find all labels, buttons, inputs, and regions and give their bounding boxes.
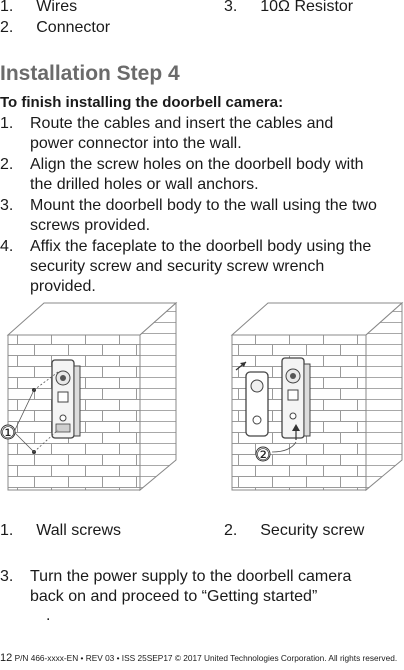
step-4-num: 4. xyxy=(0,238,14,255)
parts-item-1-num: 1. xyxy=(0,0,14,15)
step-4-line-2: security screw and security screw wrench xyxy=(30,258,325,275)
figure-legend-1-label: Wall screws xyxy=(36,522,121,539)
parts-item-1-label: Wires xyxy=(36,0,78,15)
callout-1-marker: ① xyxy=(1,423,15,442)
page-footer: 12 P/N 466-xxxx-EN • REV 03 • ISS 25SEP1… xyxy=(0,652,398,664)
security-screw-callout xyxy=(255,424,300,462)
parts-item-2: 2. Connector xyxy=(0,18,110,38)
intro-text: To finish installing the doorbell camera… xyxy=(0,94,284,111)
figure-legend-2-label: Security screw xyxy=(260,522,365,539)
right-doorbell-body xyxy=(281,357,311,439)
parts-item-2-num: 2. xyxy=(0,19,14,36)
step-4-line-3: provided. xyxy=(30,278,96,295)
step-1-line-1: Route the cables and insert the cables a… xyxy=(30,115,334,132)
parts-item-2-label: Connector xyxy=(36,19,111,36)
page-number: 12 xyxy=(0,652,13,664)
footer-text: P/N 466-xxxx-EN • REV 03 • ISS 25SEP17 ©… xyxy=(14,653,398,663)
step-4-line-1: Affix the faceplate to the doorbell body… xyxy=(30,238,372,255)
step-1-num: 1. xyxy=(0,115,14,132)
final-step-line-1: Turn the power supply to the doorbell ca… xyxy=(30,568,352,585)
final-step-line-2: back on and proceed to “Getting started” xyxy=(30,588,318,605)
right-wall-illustration xyxy=(230,301,404,492)
step-2-line-2: the drilled holes or wall anchors. xyxy=(30,176,259,193)
step-1-line-2: power connector into the wall. xyxy=(30,135,242,152)
parts-item-3-label: 10Ω Resistor xyxy=(260,0,354,15)
figure-legend-1-num: 1. xyxy=(0,522,14,539)
final-step-num: 3. xyxy=(0,568,14,585)
section-title: Installation Step 4 xyxy=(0,62,180,85)
faceplate-illustration xyxy=(235,361,269,437)
figure-legend-1: 1. Wall screws xyxy=(0,521,121,541)
figure-legend-2: 2. Security screw xyxy=(224,521,364,541)
left-doorbell-body xyxy=(51,359,81,439)
parts-item-3-num: 3. xyxy=(224,0,238,15)
parts-item-1: 1. Wires xyxy=(0,0,77,17)
callout-2-marker: ② xyxy=(256,445,270,464)
final-step-trailing-mark: . xyxy=(46,607,51,624)
step-3-line-1: Mount the doorbell body to the wall usin… xyxy=(30,197,377,214)
wall-screws-callout xyxy=(0,371,59,454)
installation-figure: ① ② xyxy=(0,301,404,492)
parts-item-3: 3. 10Ω Resistor xyxy=(224,0,353,17)
step-2-line-1: Align the screw holes on the doorbell bo… xyxy=(30,156,364,173)
step-3-line-2: screws provided. xyxy=(30,217,151,234)
step-3-num: 3. xyxy=(0,197,14,214)
step-2-num: 2. xyxy=(0,156,14,173)
figure-legend-2-num: 2. xyxy=(224,522,238,539)
left-wall-illustration xyxy=(6,301,178,492)
